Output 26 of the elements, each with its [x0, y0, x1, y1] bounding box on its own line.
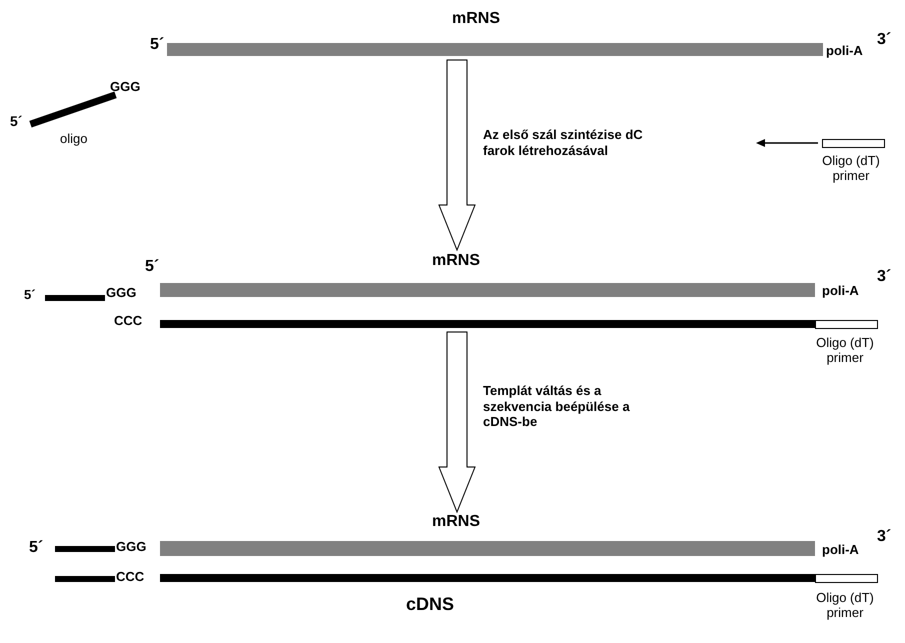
end-label: 3´ — [877, 528, 892, 546]
sequence-label: GGG — [106, 286, 136, 301]
strand-label: mRNS — [432, 252, 480, 270]
strand-label: mRNS — [432, 513, 480, 532]
end-label: 5´ — [24, 288, 36, 303]
end-label: poli-A — [822, 543, 859, 558]
block-arrow — [438, 332, 476, 514]
primer-label: Oligo (dT) primer — [821, 154, 881, 184]
sequence-label: GGG — [116, 540, 146, 555]
sequence-label: CCC — [116, 570, 144, 585]
primer-label: Oligo (dT) primer — [815, 336, 875, 366]
sequence-label: CCC — [114, 314, 142, 329]
block-arrow — [438, 60, 476, 252]
end-label: poli-A — [822, 284, 859, 299]
strand-label: mRNS — [452, 10, 500, 28]
primer-label: Oligo (dT) primer — [815, 591, 875, 621]
end-label: 5´ — [150, 36, 164, 54]
sequence-label: GGG — [110, 80, 140, 95]
end-label: 3´ — [877, 268, 892, 286]
strand-label: cDNS — [406, 594, 454, 615]
strand-label: oligo — [60, 132, 88, 147]
end-label: 5´ — [29, 539, 44, 558]
end-label: 5´ — [10, 113, 22, 130]
end-label: 5´ — [145, 258, 160, 276]
end-label: poli-A — [826, 44, 863, 59]
end-label: 3´ — [877, 31, 892, 50]
